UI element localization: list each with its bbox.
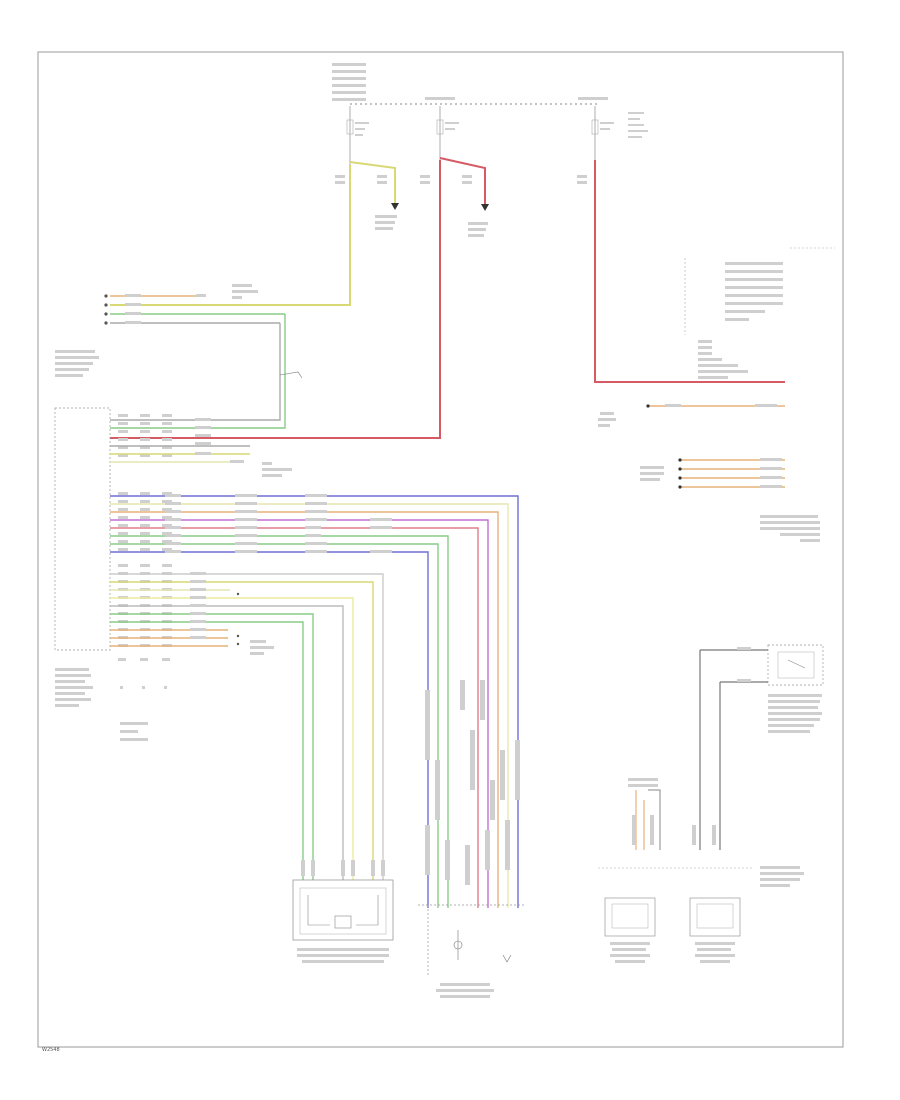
ecm-bottom-pins (118, 658, 170, 689)
ecm-upper-labels (195, 418, 292, 477)
aps-vertical-labels (301, 860, 385, 876)
right-orange-wires (648, 405, 785, 488)
ecm-signal-wires (110, 495, 519, 908)
right-wire-dots (646, 404, 682, 489)
ecm-signal-labels (165, 494, 392, 553)
brake-switch-dots (104, 294, 108, 325)
right-wire-labels (598, 404, 820, 542)
aps-labels (297, 948, 389, 963)
ground-arrow (391, 203, 399, 210)
speed-sensor-box-labels (610, 942, 735, 963)
right-connector-labels (698, 262, 783, 379)
brake-switch-harness (110, 295, 350, 429)
brake-switch-labels (55, 284, 258, 377)
right-connector-block (684, 247, 835, 335)
ecm-lower-dots (236, 592, 240, 646)
speed-sensor-labels (628, 778, 804, 887)
wire-red (110, 157, 785, 439)
diagram-code: W2548 (42, 1047, 60, 1053)
wire-yellow (110, 161, 396, 306)
throttle-body (418, 904, 525, 975)
ecm-pin-labels (118, 414, 172, 647)
speed-sensor-boxes (604, 897, 741, 937)
throttle-labels (425, 680, 520, 998)
ground-arrow-2 (481, 204, 489, 211)
top-wire-labels (335, 175, 587, 237)
ecm-pedal-wires (110, 573, 384, 880)
ecm-lower-labels (190, 572, 274, 655)
top-power-bus (332, 63, 648, 165)
transmission-sensor (699, 644, 824, 850)
diagram-frame (37, 51, 844, 1048)
speed-sensor-wiring (598, 789, 752, 869)
ecm-module (54, 407, 111, 651)
accelerator-pedal-sensor (292, 879, 394, 941)
ecm-labels (55, 668, 148, 741)
transmission-labels (737, 647, 822, 733)
ecm-upper-wires (110, 445, 250, 463)
switch-symbol (279, 371, 303, 379)
